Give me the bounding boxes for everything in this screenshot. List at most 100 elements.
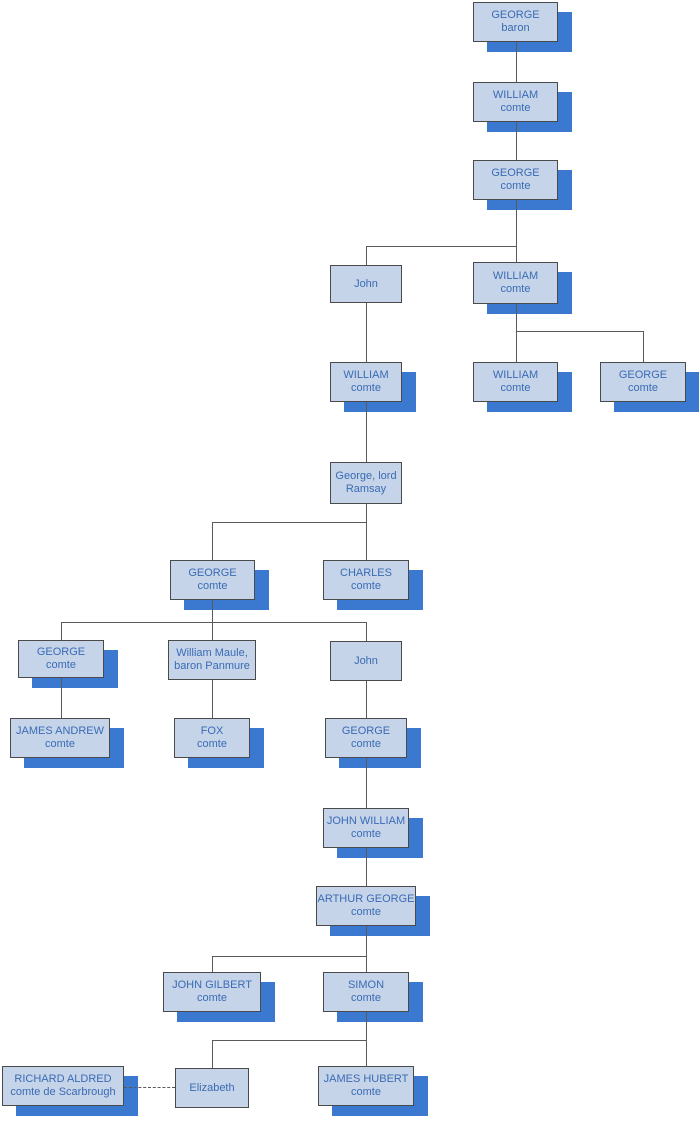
node-title-line: Ramsay (345, 483, 387, 495)
connector-vertical (61, 622, 62, 640)
connector-vertical (516, 304, 517, 331)
node-name-line: SIMON (347, 979, 385, 991)
tree-node[interactable]: John (330, 641, 402, 681)
connector-vertical (212, 622, 213, 640)
connector-vertical (366, 758, 367, 808)
node-title-line: baron (501, 22, 530, 34)
connector-vertical (212, 1040, 213, 1068)
node-name-line: JOHN WILLIAM (326, 815, 406, 827)
node-name-line: WILLIAM (492, 270, 539, 282)
connector-vertical (366, 1012, 367, 1040)
connector-horizontal (366, 246, 516, 247)
connector-vertical (366, 402, 367, 462)
node-title-line: comte (197, 992, 227, 1004)
connector-vertical (212, 956, 213, 972)
node-title-line: comte (500, 283, 531, 295)
connector-vertical (366, 848, 367, 886)
node-title-line: baron Panmure (174, 660, 250, 672)
node-name-line: John (354, 654, 378, 667)
node-name-line: CHARLES (340, 567, 392, 579)
connector-vertical (366, 1040, 367, 1066)
tree-node[interactable]: Elizabeth (175, 1068, 249, 1108)
node-name-line: FOX (200, 725, 224, 737)
connector-vertical (366, 681, 367, 718)
node-name-line: WILLIAM (343, 369, 389, 381)
connector-vertical (366, 522, 367, 560)
node-name-line: John (354, 277, 378, 290)
node-title-line: comte (46, 659, 76, 671)
connector-vertical (516, 42, 517, 82)
connector-vertical (366, 622, 367, 641)
tree-node[interactable]: John (330, 265, 402, 303)
node-name-line: GEORGE (341, 725, 391, 737)
connector-vertical (516, 331, 517, 362)
node-name-line: JAMES HUBERT (323, 1073, 409, 1085)
node-name-line: George, lord (335, 470, 397, 482)
connector-vertical (366, 303, 367, 362)
connector-vertical (366, 956, 367, 972)
connector-horizontal (516, 331, 643, 332)
node-name-line: GEORGE (618, 369, 668, 381)
node-title-line: comte (500, 102, 531, 114)
marriage-link-dashed (124, 1087, 175, 1088)
node-title-line: comte (351, 580, 381, 592)
node-name-line: William Maule, (176, 647, 248, 659)
node-title-line: comte (500, 382, 531, 394)
connector-vertical (212, 522, 213, 560)
connector-vertical (212, 680, 213, 718)
connector-vertical (516, 200, 517, 246)
tree-node[interactable]: William Maule,baron Panmure (168, 640, 256, 680)
node-title-line: comte (351, 992, 381, 1004)
node-name-line: GEORGE (491, 167, 540, 179)
node-name-line: WILLIAM (492, 89, 539, 101)
node-title-line: comte (45, 738, 75, 750)
connector-vertical (366, 504, 367, 522)
node-name-line: GEORGE (491, 9, 540, 21)
node-title-line: comte (628, 382, 658, 394)
connector-horizontal (212, 956, 366, 957)
node-name-line: ARTHUR GEORGE (317, 893, 415, 905)
node-title-line: comte (351, 1086, 381, 1098)
connector-horizontal (212, 522, 366, 523)
node-name-line: JOHN GILBERT (172, 979, 252, 991)
connector-horizontal (212, 1040, 366, 1041)
node-title-line: comte (351, 738, 381, 750)
node-title-line: comte (500, 180, 531, 192)
node-title-line: comte (197, 580, 228, 592)
connector-vertical (366, 246, 367, 265)
connector-vertical (643, 331, 644, 362)
node-title-line: comte (197, 738, 227, 750)
node-name-line: RICHARD ALDRED (14, 1073, 112, 1085)
node-title-line: comte (351, 906, 381, 918)
node-title-line: comte (351, 382, 381, 394)
node-title-line: comte (351, 828, 381, 840)
node-title-line: comte de Scarbrough (10, 1086, 116, 1098)
connector-vertical (212, 600, 213, 622)
connector-vertical (61, 678, 62, 718)
connector-vertical (516, 246, 517, 262)
node-name-line: GEORGE (188, 567, 237, 579)
connector-vertical (366, 926, 367, 956)
node-name-line: Elizabeth (189, 1081, 235, 1094)
